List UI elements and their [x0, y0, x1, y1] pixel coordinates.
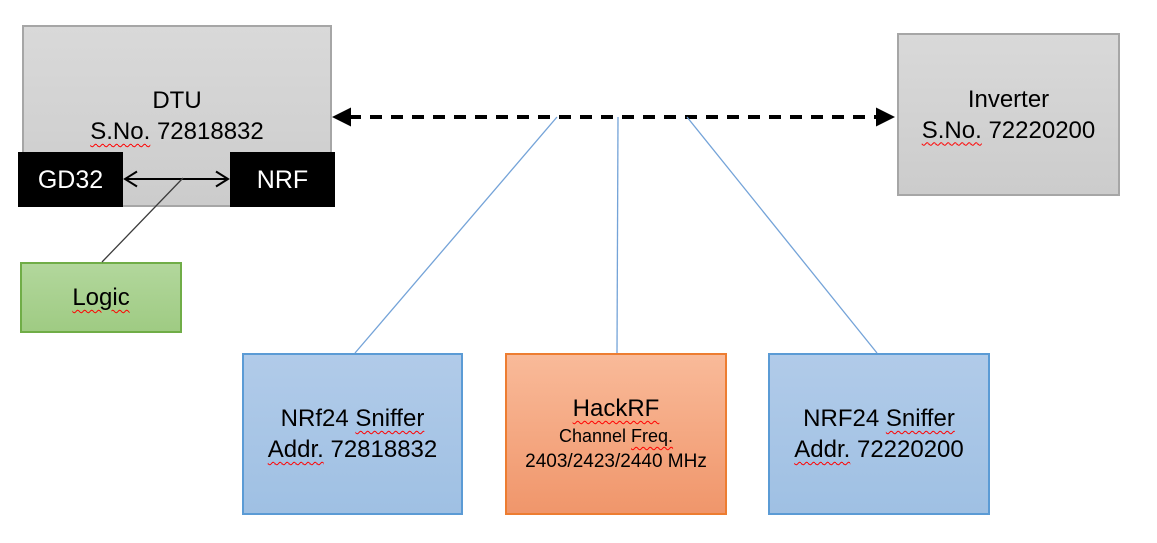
sniffer-right-address-line: Addr. 72220200 [794, 434, 964, 465]
sniffer-left-addr-label: Addr. [267, 436, 324, 463]
sniffer-left-title: NRf24 Sniffer [281, 403, 425, 434]
inverter-serial: S.No. 72220200 [922, 115, 1095, 146]
dtu-serial-label: S.No. [90, 118, 151, 145]
sniffer-right-addr-label: Addr. [794, 436, 851, 463]
dtu-inverter-dashed-arrow [332, 107, 895, 127]
dtu-title: DTU [152, 87, 202, 114]
nrf-label: NRF [256, 165, 309, 194]
nrf-node: NRF [230, 152, 335, 207]
sniffer-left-address-line: Addr. 72818832 [268, 434, 438, 465]
sniffer-right-title: NRF24 Sniffer [803, 403, 955, 434]
tap-line-sniffer-left [354, 116, 558, 354]
logic-label: Logic [72, 284, 130, 311]
hackrf-freq-label: Channel Freq. [559, 424, 673, 449]
hackrf-node: HackRF Channel Freq. 2403/2423/2440 MHz [505, 353, 727, 515]
dtu-serial: S.No. 72818832 [90, 116, 263, 147]
logic-node: Logic [20, 262, 182, 333]
inverter-serial-label: S.No. [921, 116, 982, 144]
sniffer-right-address: 72220200 [856, 436, 964, 463]
sniffer-right-type: Sniffer [885, 405, 955, 432]
inverter-node: Inverter S.No. 72220200 [897, 33, 1120, 196]
sniffer-left-type: Sniffer [355, 405, 425, 432]
gd32-node: GD32 [18, 152, 123, 207]
tap-line-hackrf [616, 116, 619, 354]
sniffer-left-address: 72818832 [330, 436, 438, 463]
inverter-title: Inverter [967, 85, 1050, 113]
sniffer-left-model: NRf24 [280, 405, 349, 432]
inverter-serial-number: 72220200 [988, 116, 1096, 144]
dashed-arrowhead-right [876, 107, 895, 127]
sniffer-right-model: NRF24 [803, 405, 880, 432]
dashed-arrowhead-left [332, 107, 351, 127]
sniffer-right-node: NRF24 Sniffer Addr. 72220200 [768, 353, 990, 515]
hackrf-frequencies: 2403/2423/2440 MHz [525, 451, 707, 472]
dtu-serial-number: 72818832 [156, 118, 264, 145]
hackrf-title: HackRF [572, 395, 660, 422]
gd32-label: GD32 [37, 165, 104, 194]
tap-line-sniffer-right [686, 116, 878, 354]
sniffer-left-node: NRf24 Sniffer Addr. 72818832 [242, 353, 463, 515]
hackrf-freq-label-word1: Channel [558, 426, 627, 446]
hackrf-freq-label-word2: Freq. [631, 426, 674, 446]
